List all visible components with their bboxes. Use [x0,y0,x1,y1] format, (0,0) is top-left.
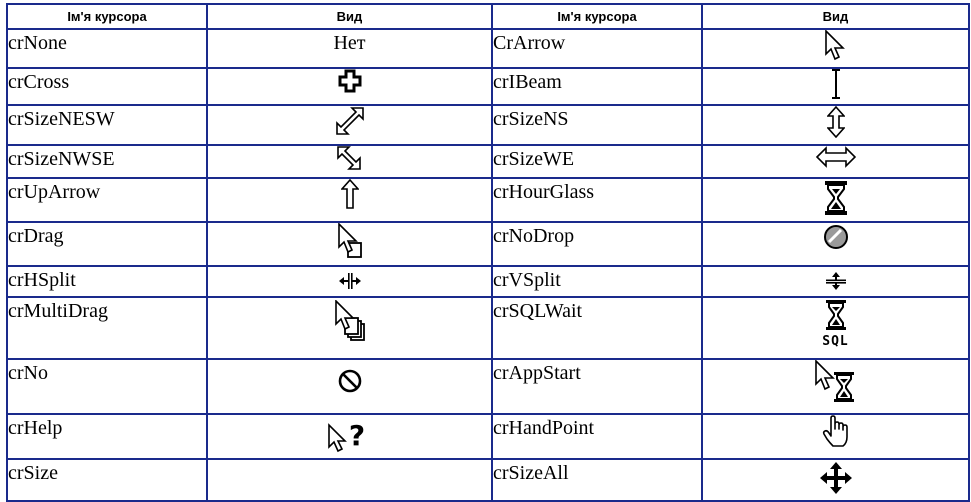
hand-point-cursor-icon [822,416,848,447]
size-nwse-cursor-icon [336,147,361,170]
size-ns-cursor-icon [826,107,845,138]
cursor-view [206,104,493,146]
table-row: crSizeNWSE crSizeWE [6,144,970,179]
header-name-col-2: Ім'я курсора [491,3,703,30]
cursor-view: SQL [701,296,970,360]
header-row: Ім'я курсора Вид Ім'я курсора Вид [6,3,970,30]
cursor-view: ? [206,413,493,460]
header-name-col-1: Ім'я курсора [6,3,208,30]
cursor-view [701,67,970,106]
sql-label: SQL [822,334,849,349]
multi-drag-cursor-icon [334,300,365,341]
arrow-cursor-icon [824,31,845,61]
table-row: crMultiDrag crSQLWait SQL [6,296,970,360]
cursor-name: crSize [6,458,208,502]
cursor-view [206,296,493,360]
cursor-name: crSQLWait [491,296,703,360]
cursor-name: crIBeam [491,67,703,106]
cursor-view [701,265,970,298]
cursor-view-empty [206,458,493,502]
cursor-view [206,221,493,267]
cursor-name: crUpArrow [6,177,208,223]
cursor-view: Нет [206,28,493,69]
cursor-name: crDrag [6,221,208,267]
cursor-view [701,177,970,223]
help-cursor-icon: ? [327,421,365,453]
cursor-name: crNoDrop [491,221,703,267]
cross-cursor-icon [338,70,361,93]
cursor-name: crSizeNESW [6,104,208,146]
table-row: crHSplit crVSplit [6,265,970,298]
size-all-cursor-icon [819,462,852,494]
size-nesw-cursor-icon [335,107,364,135]
cursor-name: crAppStart [491,358,703,415]
cursor-view [206,358,493,415]
cursor-name: crHourGlass [491,177,703,223]
cursor-name: crHelp [6,413,208,460]
table-row: crHelp ? crHandPoint [6,413,970,460]
none-view-text: Нет [333,32,366,54]
header-view-col-1: Вид [206,3,493,30]
cursor-view [206,177,493,223]
cursor-name: crCross [6,67,208,106]
cursor-view [206,67,493,106]
cursor-name: crHandPoint [491,413,703,460]
cursor-view [701,144,970,179]
cursor-name: crSizeWE [491,144,703,179]
cursor-table: Ім'я курсора Вид Ім'я курсора Вид crNone… [6,3,970,502]
up-arrow-cursor-icon [340,180,359,209]
table-row: crNo crAppStart [6,358,970,415]
cursor-view [701,104,970,146]
svg-text:?: ? [348,421,364,452]
table-row: crSize crSizeAll [6,458,970,502]
ibeam-cursor-icon [831,70,840,99]
cursor-view [701,413,970,460]
hsplit-cursor-icon [338,273,361,289]
table-row: crDrag crNoDrop [6,221,970,267]
cursor-name: crSizeNWSE [6,144,208,179]
cursor-view [206,265,493,298]
cursor-name: crNo [6,358,208,415]
app-start-cursor-icon [814,361,854,402]
cursor-name: crNone [6,28,208,69]
cursor-name: crSizeNS [491,104,703,146]
table-row: crUpArrow crHourGlass [6,177,970,223]
cursor-name: crMultiDrag [6,296,208,360]
vsplit-cursor-icon [825,272,846,290]
cursor-view [701,28,970,69]
cursor-name: crHSplit [6,265,208,298]
hourglass-cursor-icon [824,181,847,215]
cursor-view [701,221,970,267]
size-we-cursor-icon [815,147,856,168]
cursor-view [701,358,970,415]
cursor-name: crSizeAll [491,458,703,502]
table-row: crCross crIBeam [6,67,970,106]
table-row: crSizeNESW crSizeNS [6,104,970,146]
cursor-name: CrArrow [491,28,703,69]
header-view-col-2: Вид [701,3,970,30]
table-row: crNone Нет CrArrow [6,28,970,69]
cursor-view [701,458,970,502]
cursor-name: crVSplit [491,265,703,298]
cursor-view [206,144,493,179]
sql-wait-cursor-icon [825,300,846,330]
no-cursor-icon [338,369,361,393]
no-drop-cursor-icon [823,225,848,249]
drag-cursor-icon [337,224,362,258]
